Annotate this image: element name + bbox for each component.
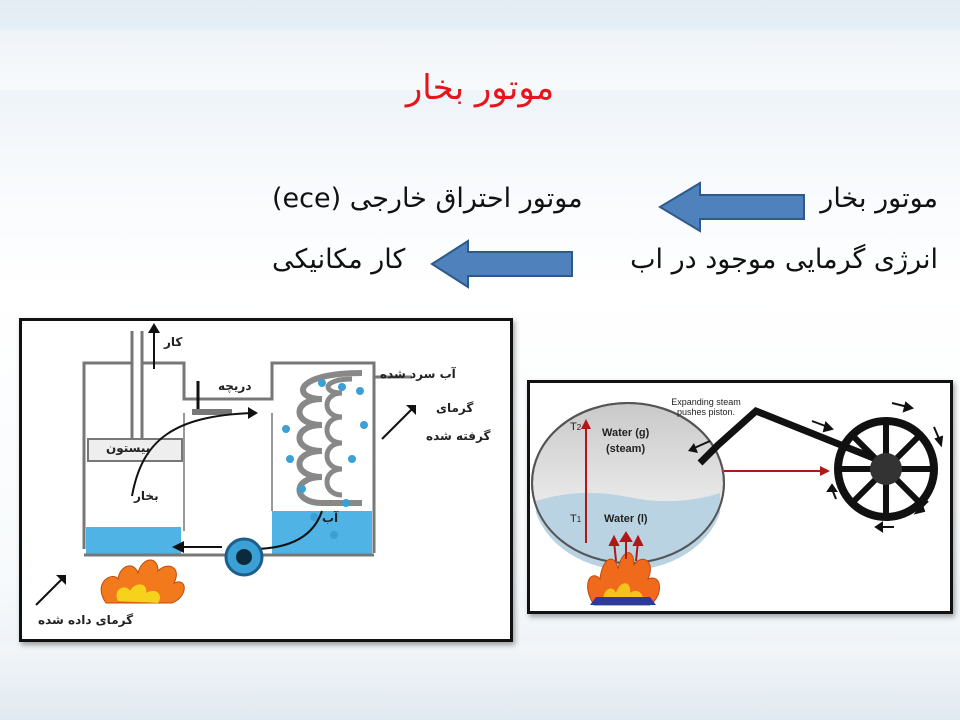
background-band-top bbox=[0, 30, 960, 90]
label-valve: دریچه bbox=[218, 379, 252, 393]
water-left bbox=[86, 527, 181, 555]
label-work: کار bbox=[164, 335, 183, 349]
label-expanding-steam: Expanding steam pushes piston. bbox=[671, 397, 741, 417]
label-absorbed-heat-1: گرمای bbox=[436, 401, 474, 415]
label-water: آب bbox=[322, 511, 339, 525]
background-band-bottom bbox=[0, 645, 960, 720]
label-steam-1: Water (g) bbox=[602, 427, 650, 439]
arrow-left-icon bbox=[430, 239, 573, 289]
slide-title: موتور بخار bbox=[405, 68, 555, 108]
arrow-left-icon bbox=[658, 181, 805, 233]
water-right bbox=[272, 511, 372, 555]
label-steam-2: (steam) bbox=[606, 443, 646, 455]
steam-engine-drawing bbox=[35, 323, 416, 606]
steam-engine-diagram: کار دریچه آب سرد شده گرمای گرفته شده پیس… bbox=[19, 318, 513, 642]
label-t2: T2 bbox=[570, 421, 582, 433]
line1-left-text: (ece) موتور احتراق خارجی bbox=[272, 183, 583, 214]
line2-left-text: کار مکانیکی bbox=[272, 244, 406, 275]
label-water-liquid: Water (l) bbox=[604, 513, 648, 525]
piston bbox=[87, 438, 183, 462]
label-cold-water: آب سرد شده bbox=[380, 367, 456, 381]
line2-right-text: انرژی گرمایی موجود در اب bbox=[630, 244, 938, 275]
steam-piston-diagram: Water (g) (steam) Water (l) T2 T1 Expand… bbox=[527, 380, 953, 614]
line1-right-text: موتور بخار bbox=[820, 183, 938, 214]
label-absorbed-heat-2: گرفته شده bbox=[426, 429, 491, 443]
label-t1: T1 bbox=[570, 513, 582, 525]
label-steam: بخار bbox=[134, 489, 159, 503]
steam-piston-drawing bbox=[531, 401, 944, 606]
label-piston: پیستون bbox=[106, 441, 151, 455]
label-given-heat: گرمای داده شده bbox=[38, 613, 134, 627]
